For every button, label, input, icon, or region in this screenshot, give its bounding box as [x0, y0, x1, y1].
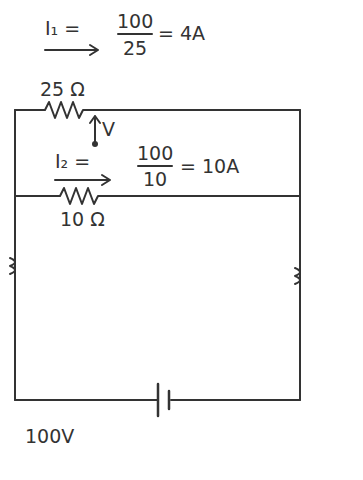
current-result: = 10A [180, 155, 239, 177]
current-result: = 4A [158, 22, 205, 44]
voltage-arrow [90, 116, 100, 142]
wire-mark [295, 268, 300, 284]
battery-symbol [168, 391, 171, 409]
current-arrow [45, 45, 98, 55]
resistor-symbol [15, 102, 300, 118]
battery-symbol [157, 384, 160, 416]
fraction-bar [118, 33, 152, 35]
current-label: I₂ = [55, 150, 90, 172]
fraction-numerator: 100 [117, 10, 153, 32]
current-label: I₁ = [45, 17, 80, 39]
resistance-label: 25 Ω [40, 78, 85, 100]
wire [299, 110, 301, 400]
wire [14, 110, 16, 400]
voltage-label: 100V [25, 425, 74, 447]
voltage-dot [92, 141, 98, 147]
current-arrow [55, 175, 110, 185]
resistance-label: 10 Ω [60, 208, 105, 230]
fraction-denominator: 25 [123, 37, 147, 59]
resistor-symbol [15, 188, 300, 204]
fraction-numerator: 100 [137, 142, 173, 164]
fraction-bar [138, 165, 172, 167]
wire-mark [10, 258, 15, 274]
fraction-denominator: 10 [143, 168, 167, 190]
voltage-label: V [102, 118, 115, 140]
